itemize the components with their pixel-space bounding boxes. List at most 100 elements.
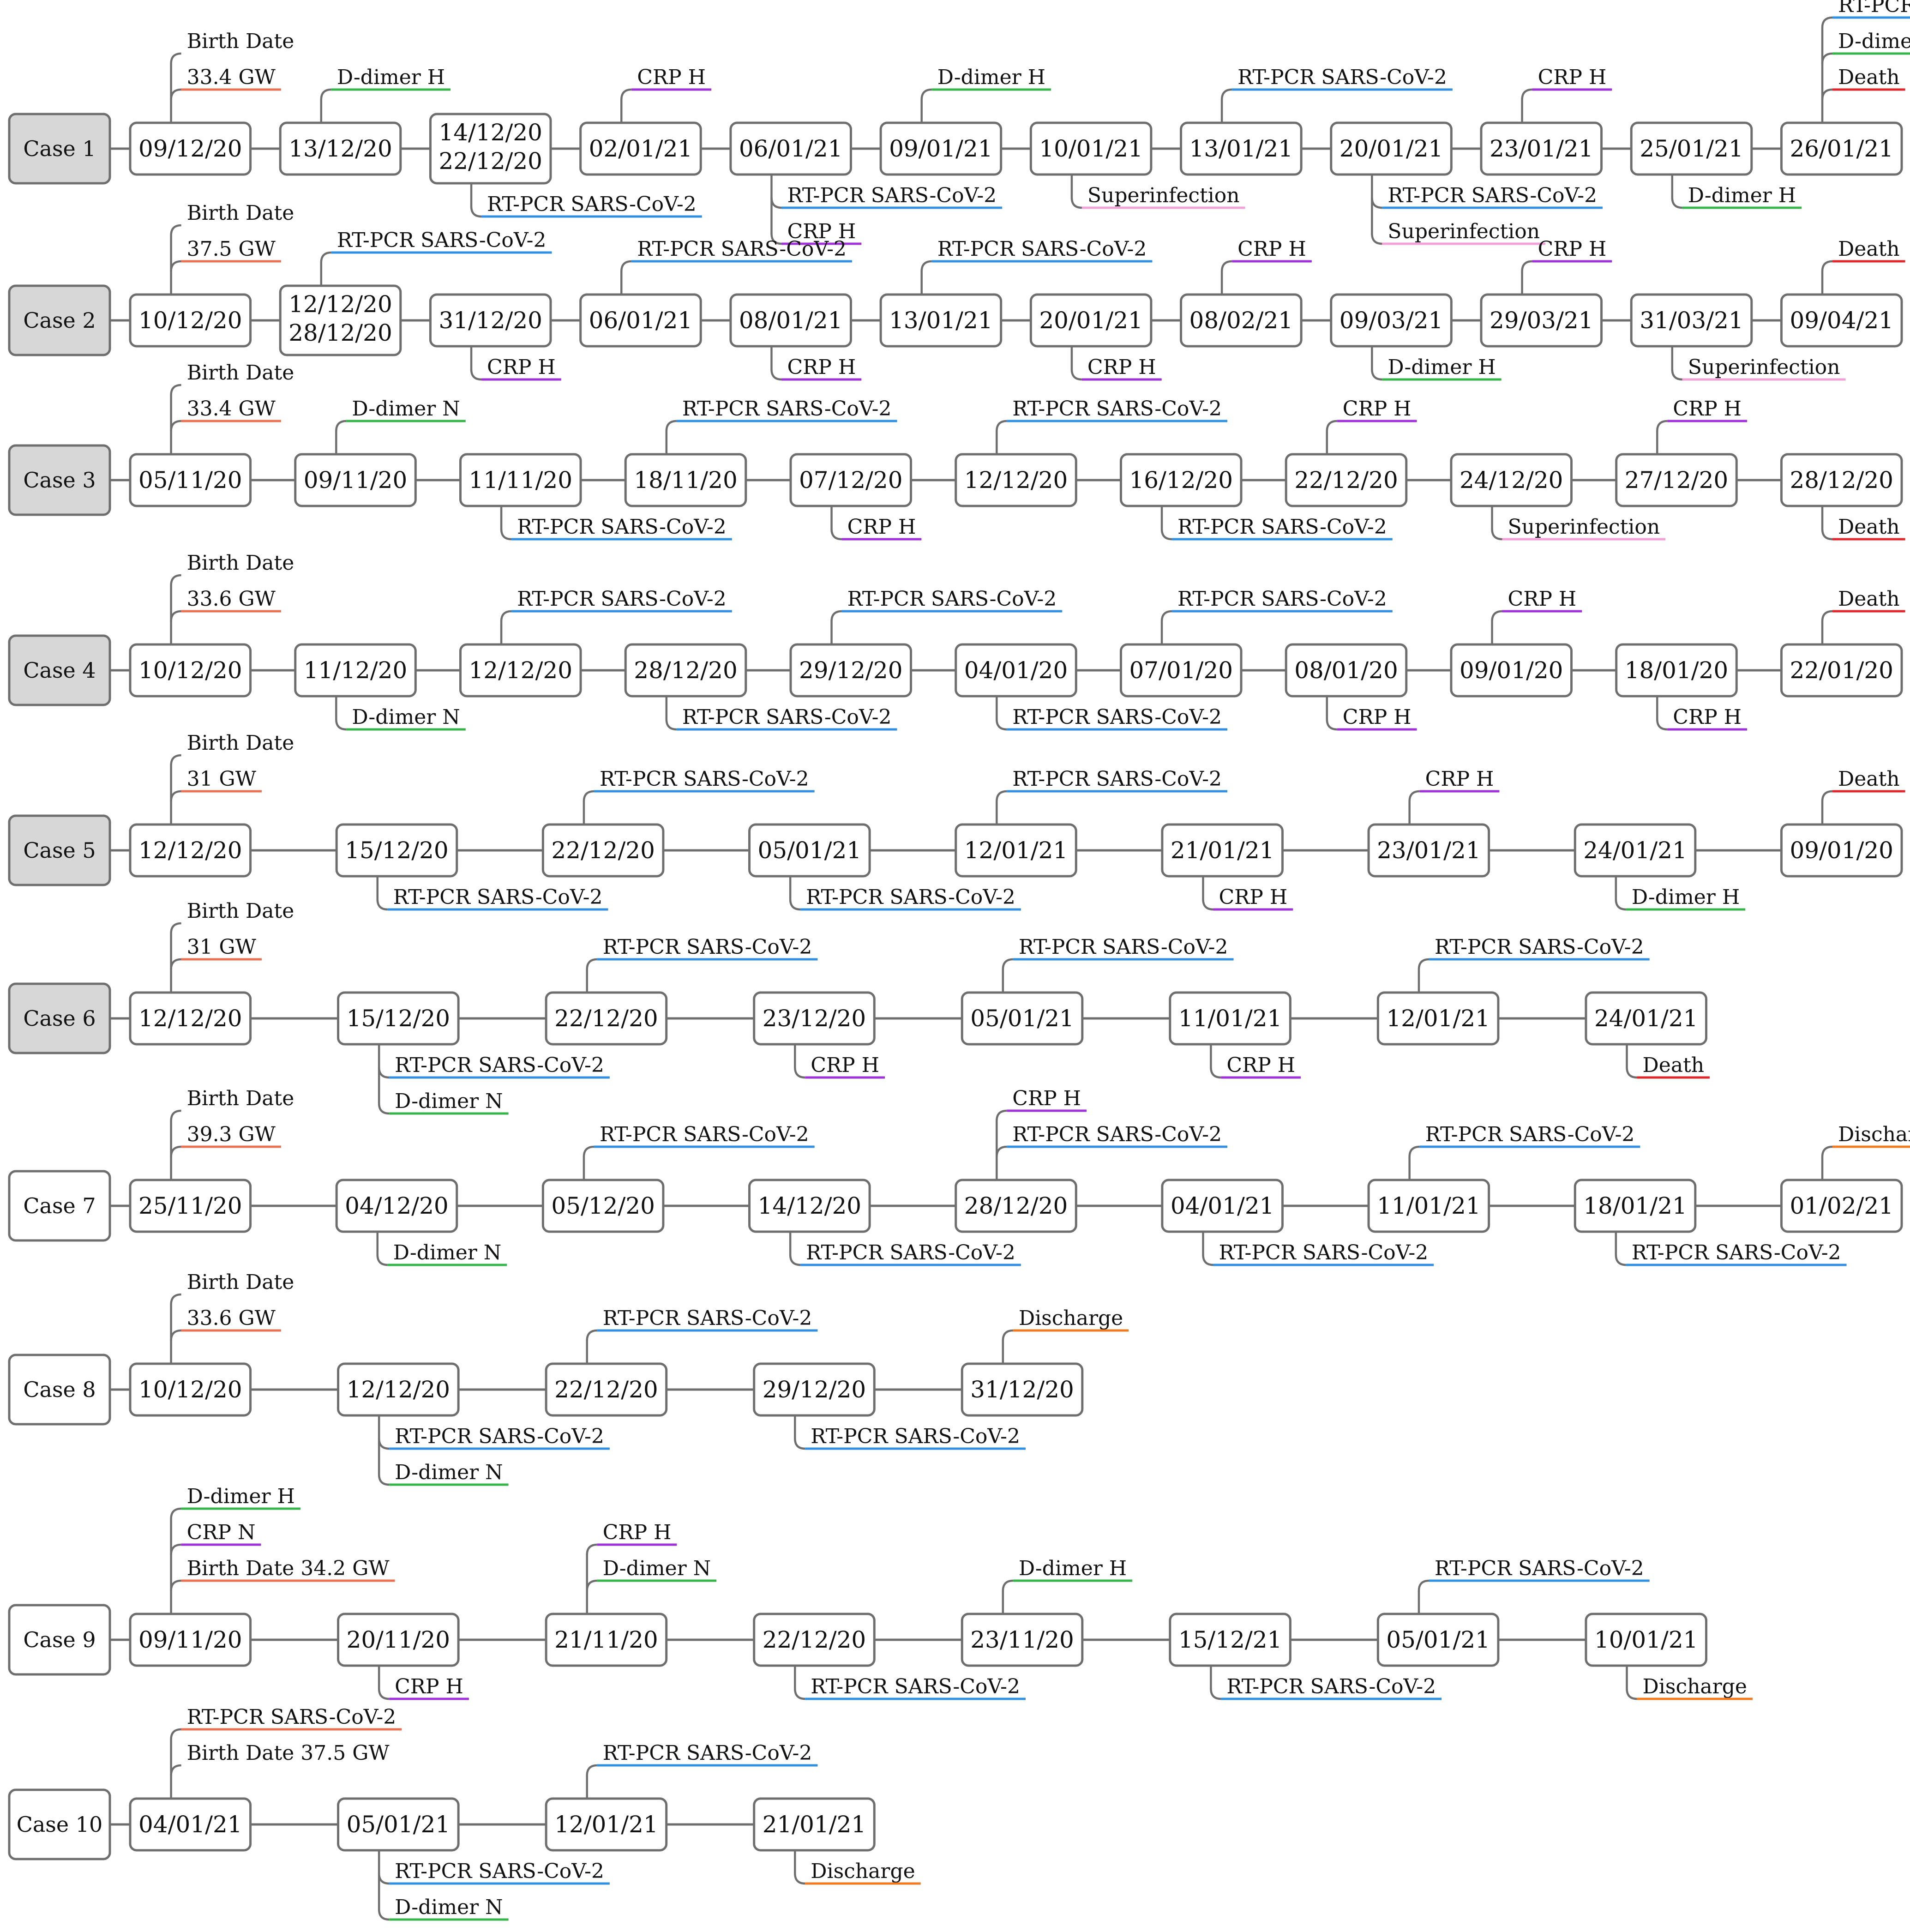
event-label: RT-PCR SARS-CoV-2 <box>1387 184 1597 207</box>
date-label: 14/12/20 <box>438 119 542 146</box>
date-label: 05/01/21 <box>1386 1626 1490 1653</box>
date-label: 08/01/21 <box>739 307 843 334</box>
event-label: 33.4 GW <box>187 66 276 89</box>
date-label: 09/12/20 <box>138 135 242 162</box>
event-label: RT-PCR SARS-CoV-2 <box>1632 1241 1841 1264</box>
branch-stem <box>1002 958 1013 993</box>
date-label: 22/12/20 <box>551 837 655 864</box>
case-label: Case 7 <box>23 1193 96 1218</box>
date-label: 20/01/21 <box>1339 135 1443 162</box>
event-label: CRP H <box>395 1675 463 1698</box>
date-label: 05/11/20 <box>138 467 242 494</box>
timeline-node: 09/03/21D-dimer H <box>1330 293 1502 381</box>
branch-stem <box>1626 1044 1637 1079</box>
event-label: RT-PCR SARS-CoV-2 <box>682 397 892 421</box>
date-label: 12/12/20 <box>468 657 572 684</box>
event-label: CRP H <box>847 515 916 539</box>
date-label: 09/01/21 <box>889 135 993 162</box>
date-box <box>1780 293 1903 348</box>
date-label: 12/12/20 <box>347 1376 450 1403</box>
event-label: RT-PCR SARS-CoV-2 <box>1177 515 1387 539</box>
branch-stem <box>583 790 595 825</box>
branch-stem <box>770 197 782 209</box>
event-label: RT-PCR SARS-CoV-2 <box>603 935 812 959</box>
event-label: Birth Date <box>187 899 294 923</box>
date-label: 06/01/21 <box>739 135 843 162</box>
date-label: 07/01/20 <box>1129 657 1233 684</box>
branch-stem <box>500 610 512 644</box>
date-label: 12/01/21 <box>1386 1005 1490 1032</box>
branch-stem <box>378 1067 390 1079</box>
event-label: D-dimer N <box>395 1461 503 1484</box>
event-label: RT-PCR SARS-CoV-2 <box>337 229 547 252</box>
date-label: 12/12/20 <box>964 467 1068 494</box>
branch-stem <box>789 876 801 911</box>
branch-stem <box>170 52 181 123</box>
event-label: CRP H <box>1012 1087 1081 1110</box>
date-label: 15/12/20 <box>345 837 449 864</box>
date-label: 29/12/20 <box>799 657 903 684</box>
branch-stem <box>170 420 181 432</box>
date-label: 11/12/20 <box>304 657 408 684</box>
date-label: 10/12/20 <box>138 307 242 334</box>
branch-stem <box>665 420 677 454</box>
date-label: 20/11/20 <box>347 1626 450 1653</box>
event-label: RT-PCR SARS-CoV-2 <box>1435 1557 1644 1580</box>
date-label: 23/11/20 <box>970 1626 1074 1653</box>
branch-stem <box>586 1543 597 1614</box>
branch-stem <box>1821 260 1833 295</box>
branch-stem <box>470 183 482 218</box>
event-label: CRP H <box>1219 885 1287 909</box>
event-label: Discharge <box>1838 1123 1910 1146</box>
date-label: 10/12/20 <box>138 657 242 684</box>
event-label: RT-PCR SARS-CoV-2 <box>600 1123 809 1146</box>
branch-stem <box>170 958 181 970</box>
case-label: Case 10 <box>17 1812 103 1837</box>
branch-stem <box>170 224 181 295</box>
event-label: D-dimer H <box>937 66 1045 89</box>
branch-stem <box>170 1764 181 1776</box>
event-label: CRP H <box>1538 66 1607 89</box>
event-label: CRP H <box>487 355 556 379</box>
date-box <box>1780 1179 1903 1233</box>
event-label: D-dimer H <box>1019 1557 1127 1580</box>
date-label: 15/12/20 <box>347 1005 450 1032</box>
date-label: 04/12/20 <box>345 1192 449 1219</box>
branch-stem <box>1821 610 1833 644</box>
date-label: 11/01/21 <box>1377 1192 1481 1219</box>
event-label: D-dimer H <box>187 1485 295 1508</box>
date-label: 06/01/21 <box>589 307 693 334</box>
event-label: D-dimer N <box>395 1896 503 1919</box>
branch-stem <box>1371 346 1382 381</box>
date-label: 05/01/21 <box>758 837 862 864</box>
branch-stem <box>1220 260 1232 295</box>
date-box <box>429 293 552 348</box>
date-label: 18/01/20 <box>1625 657 1729 684</box>
date-label: 09/01/20 <box>1460 657 1563 684</box>
date-box <box>1780 453 1903 507</box>
branch-stem <box>770 175 782 245</box>
event-label: RT-PCR SARS-CoV-2 <box>1012 705 1222 729</box>
event-label: CRP H <box>811 1053 879 1077</box>
branch-stem <box>170 574 181 644</box>
event-label: D-dimer N <box>393 1241 501 1264</box>
branch-stem <box>320 251 331 286</box>
event-label: CRP H <box>1508 587 1577 611</box>
